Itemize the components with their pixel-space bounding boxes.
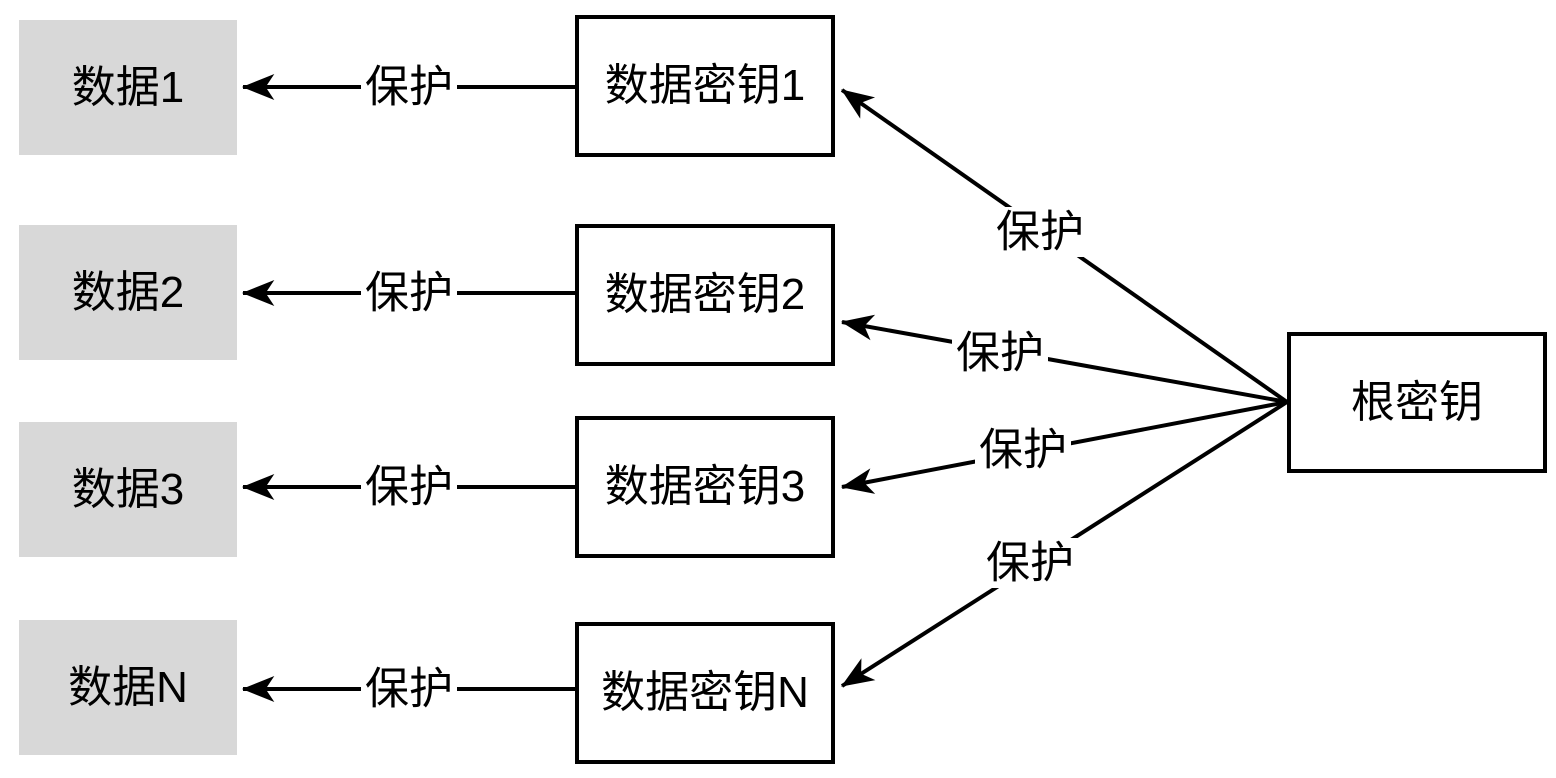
edge-label-root-to-key1: 保护 [996,208,1084,257]
data-node-2: 数据2 [19,225,237,360]
data-node-2-label: 数据2 [71,267,185,317]
data-node-3: 数据3 [19,422,237,557]
data-node-1: 数据1 [19,20,237,155]
data-key-node-3: 数据密钥3 [575,416,835,558]
data-key-node-1-label: 数据密钥1 [604,61,806,110]
edge-label-root-to-keyN: 保护 [986,539,1074,588]
data-key-node-3-label: 数据密钥3 [604,462,806,511]
edge-root-to-key3 [840,400,1288,494]
data-node-1-label: 数据1 [71,62,185,112]
edge-label-key3-to-data3: 保护 [365,463,453,512]
edge-label-root-to-key3: 保护 [979,426,1067,475]
data-key-node-2-label: 数据密钥2 [604,270,806,319]
data-key-node-2: 数据密钥2 [575,224,835,366]
data-key-node-n-label: 数据密钥N [601,668,809,717]
data-node-3-label: 数据3 [71,464,185,514]
data-key-node-n: 数据密钥N [575,622,835,764]
edge-root-to-keyN [840,400,1289,688]
edge-label-keyN-to-dataN: 保护 [365,665,453,714]
edge-label-key2-to-data2: 保护 [365,269,453,318]
edge-label-key1-to-data1: 保护 [365,63,453,112]
edge-labels: 保护 保护 保护 保护 保护 保护 保护 保护 [361,62,1088,714]
edge-label-root-to-key2: 保护 [956,329,1044,378]
root-key-node-label: 根密钥 [1351,377,1483,427]
data-key-node-1: 数据密钥1 [575,15,835,157]
data-node-n: 数据N [19,620,237,755]
edge-root-to-key1 [840,88,1289,404]
data-node-n-label: 数据N [68,662,188,712]
root-key-node: 根密钥 [1287,332,1547,473]
edge-root-to-key2 [840,314,1288,404]
